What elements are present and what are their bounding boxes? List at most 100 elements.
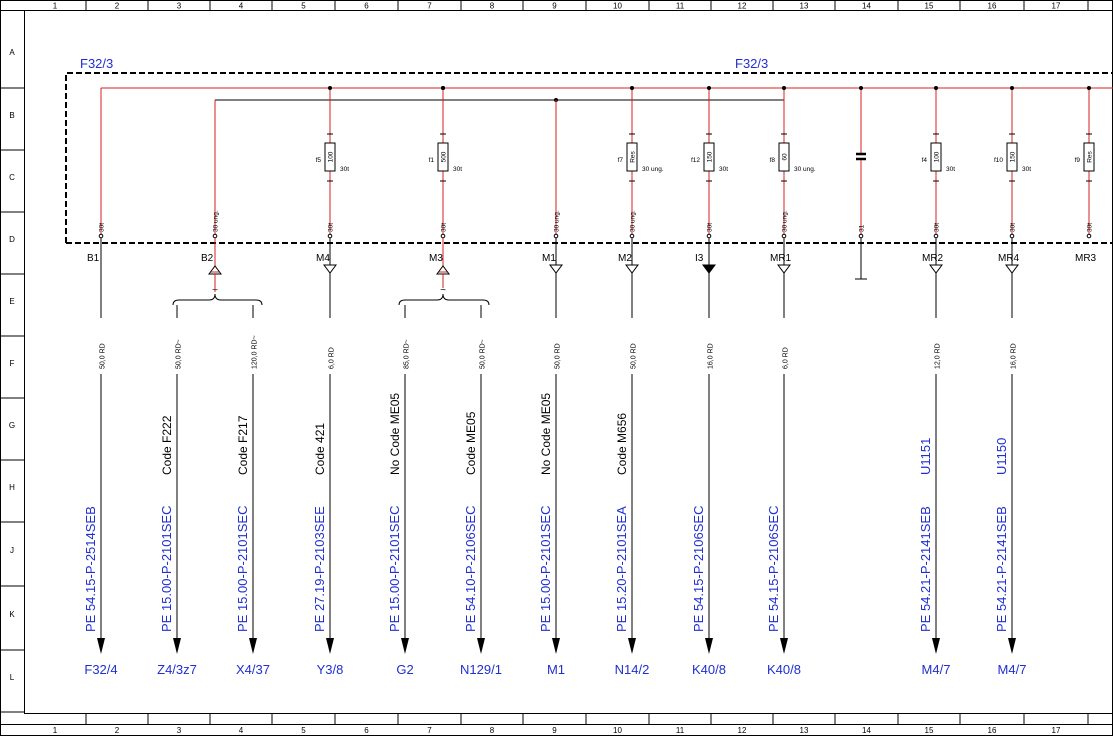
label-bg — [388, 387, 402, 475]
terminal-pin — [327, 233, 333, 239]
fuse-value: 150 — [707, 151, 714, 162]
terminal-name: MR4 — [998, 253, 1020, 264]
label-bg — [313, 418, 327, 475]
wire-id: PE 54.21-P-2141SEB — [918, 506, 933, 632]
row-label-left: L — [10, 673, 15, 682]
wire-code: U1151 — [918, 438, 933, 475]
col-label-bottom: 10 — [613, 726, 622, 735]
fuse-rating: 30t — [946, 166, 955, 173]
wire-destination: M4/7 — [922, 662, 951, 677]
terminal-pin-label: 30t — [1010, 223, 1017, 232]
fuse-value: 60 — [782, 153, 789, 161]
wire-arrow — [780, 638, 788, 654]
terminal-name: B1 — [87, 253, 100, 264]
row-label-left: F — [10, 359, 15, 368]
module-box-border — [65, 72, 1113, 243]
terminal-pin-label: 30 ung. — [630, 210, 637, 232]
terminal-ground: 31 — [855, 224, 867, 280]
fuse-value: 100 — [934, 151, 941, 162]
wire-size: 50,0 RD — [555, 343, 562, 369]
wire-id: PE 27.19-P-2103SEE — [312, 506, 327, 632]
connector-symbol — [929, 264, 943, 274]
col-label-top: 8 — [490, 2, 495, 11]
wire-id: PE 15.00-P-2101SEC — [235, 506, 250, 632]
col-label-bottom: 15 — [925, 726, 934, 735]
label-bg — [995, 437, 1009, 475]
col-label-top: 14 — [862, 2, 871, 11]
fuse-body — [1006, 142, 1018, 172]
connector-symbol — [777, 264, 791, 274]
fuse-rating: 30t — [453, 166, 462, 173]
col-label-top: 2 — [115, 2, 120, 11]
terminal-pin — [858, 233, 864, 239]
wire-11: 12,0 RD U1151 PE 54.21-P-2141SEB M4/7 — [918, 273, 950, 677]
label-bg — [171, 318, 183, 374]
wire-arrow — [932, 638, 940, 654]
terminal-pin-label: 30 ung. — [782, 210, 789, 232]
wire-arrow — [326, 638, 334, 654]
label-bg — [247, 318, 259, 374]
wire-id: PE 54.21-P-2141SEB — [994, 506, 1009, 632]
label-bg — [766, 496, 781, 632]
fuse-body — [1083, 142, 1095, 172]
col-label-top: 17 — [1052, 2, 1061, 11]
wire-id: PE 54.15-P-2106SEC — [691, 506, 706, 632]
terminal-pin — [706, 233, 712, 239]
wire-arrow — [628, 638, 636, 654]
wire-size: 6,0 RD — [783, 347, 790, 369]
label-bg — [464, 412, 478, 475]
brace-path — [398, 293, 490, 306]
col-label-bottom: 9 — [552, 726, 557, 735]
connector-symbol — [208, 265, 222, 275]
label-bg — [615, 412, 629, 475]
col-label-top: 9 — [552, 2, 557, 11]
col-label-top: 10 — [613, 2, 622, 11]
junction-dot — [934, 86, 938, 90]
row-label-left: C — [9, 173, 15, 182]
connector-symbol — [436, 265, 450, 275]
junction-dot — [859, 86, 863, 90]
wire-destination: M1 — [547, 662, 565, 677]
terminal-pin — [553, 233, 559, 239]
col-label-top: 11 — [676, 2, 685, 11]
row-label-left: G — [9, 421, 15, 430]
terminal-pin-label: 30t — [934, 223, 941, 232]
wire-size: 85,0 RD~ — [404, 339, 411, 369]
label-bg — [324, 318, 336, 374]
terminal-pin-label: 30t — [328, 223, 335, 232]
col-label-top: 7 — [427, 2, 432, 11]
wire-size: 120,0 RD~ — [252, 335, 259, 369]
junction-dot — [1010, 86, 1014, 90]
col-label-bottom: 5 — [301, 726, 306, 735]
wire-id: PE 15.00-P-2101SEC — [387, 506, 402, 632]
wire-size: 12,0 RD — [935, 343, 942, 369]
row-label-left: E — [9, 297, 14, 306]
label-bg — [475, 318, 487, 374]
label-bg — [387, 496, 402, 632]
row-label-left: B — [9, 111, 14, 120]
terminal-name: M1 — [542, 253, 556, 264]
fuse-id: f10 — [994, 157, 1003, 164]
row-label-left: J — [10, 546, 14, 555]
wire-destination: K40/8 — [692, 662, 726, 677]
wire-code: Code 421 — [313, 423, 327, 475]
terminal-name: M2 — [618, 253, 632, 264]
fuse-body — [703, 142, 715, 172]
fuse-value: 150 — [1010, 151, 1017, 162]
label-bg — [399, 318, 411, 374]
wire-size: 50,0 RD — [631, 343, 638, 369]
terminal-pin-label: 31 — [859, 224, 866, 232]
wire-destination: K40/8 — [767, 662, 801, 677]
wire-id: PE 15.20-P-2101SEA — [614, 506, 629, 632]
connector-symbol — [1005, 264, 1019, 274]
